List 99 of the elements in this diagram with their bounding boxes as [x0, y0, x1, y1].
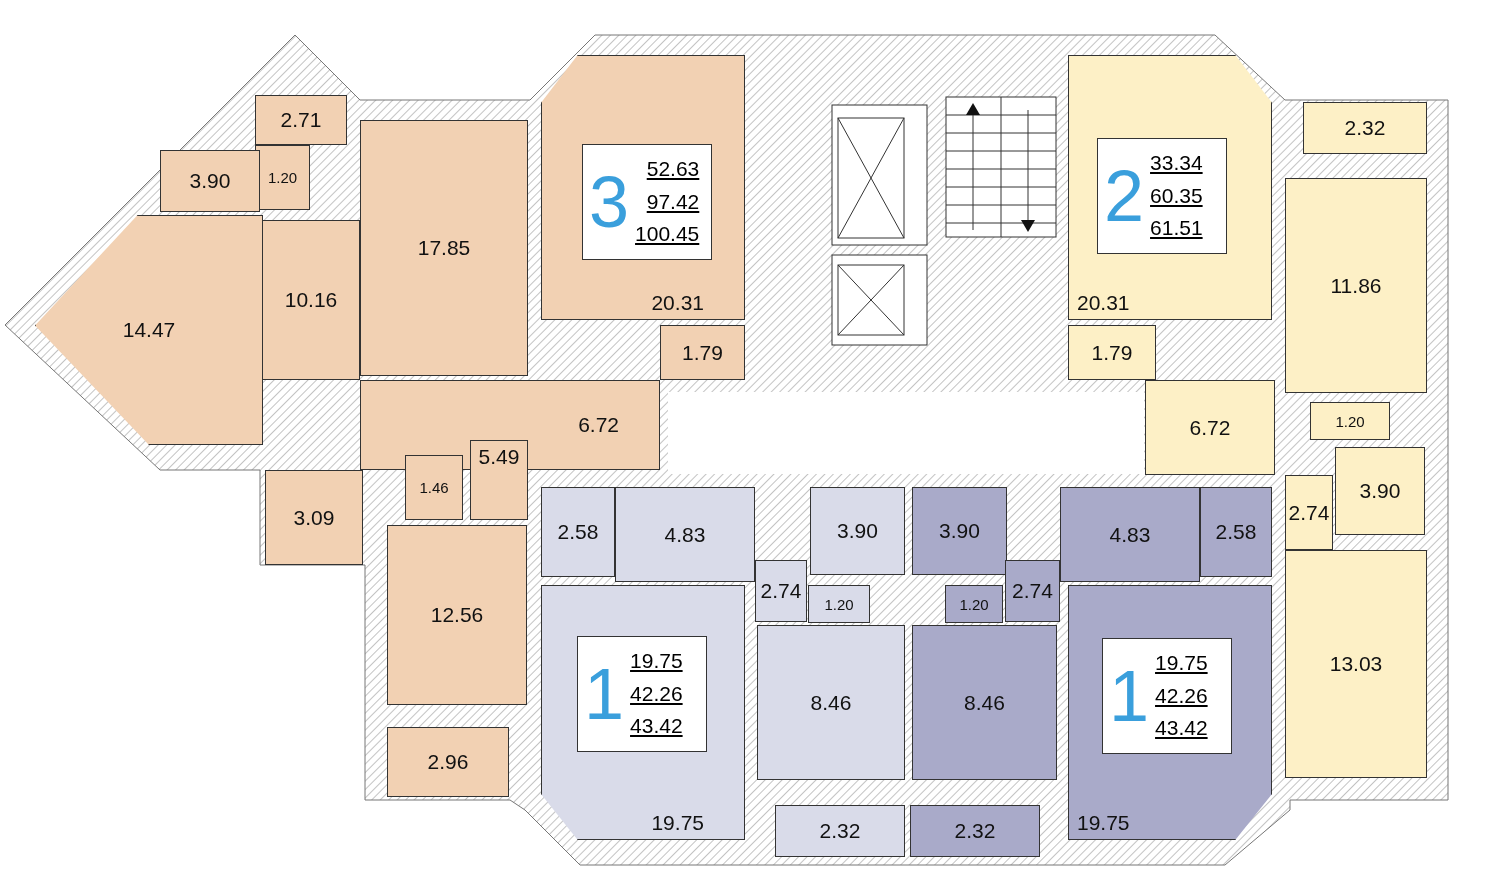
- room-area: 2.58: [557, 520, 599, 544]
- apartment-info-card: [577, 636, 707, 752]
- apartment-info-card: [1097, 138, 1227, 254]
- room-area: 1.79: [1091, 340, 1133, 365]
- area-value: 52.63: [646, 156, 700, 183]
- room-floor: [1005, 560, 1060, 622]
- room-floor: [35, 215, 263, 445]
- room-floor: [1060, 487, 1200, 582]
- room-floor: [255, 95, 347, 145]
- room-area: 3.09: [293, 505, 335, 530]
- room-floor: [912, 487, 1007, 575]
- room-floor: [255, 145, 310, 210]
- room-area: 11.86: [1330, 273, 1382, 298]
- room-area: 10.16: [284, 288, 338, 312]
- room-floor: [265, 470, 363, 565]
- area-value: 100.45: [635, 221, 700, 248]
- room-area: 12.56: [430, 603, 484, 627]
- room-floor: [910, 805, 1040, 857]
- room-area: 3.90: [837, 519, 878, 543]
- room-floor: [912, 625, 1057, 780]
- room-area: 2.58: [1215, 520, 1257, 544]
- room-area: 8.46: [964, 690, 1005, 715]
- room-floor: [387, 727, 509, 797]
- room-area: 6.72: [578, 413, 619, 437]
- area-value: 42.26: [630, 680, 683, 707]
- room-floor: [1068, 55, 1272, 320]
- room-floor: [541, 55, 745, 320]
- corridor-floor: [668, 392, 1144, 474]
- room-floor: [1310, 402, 1390, 440]
- room-area: 14.47: [122, 318, 176, 342]
- room-floor: [757, 625, 905, 780]
- room-area: 17.85: [417, 236, 471, 260]
- area-value: 19.75: [1155, 650, 1208, 677]
- room-area: 19.75: [651, 811, 704, 835]
- room-floor: [541, 487, 615, 577]
- room-area: 6.72: [1189, 415, 1231, 440]
- room-floor: [945, 585, 1003, 623]
- room-area: 1.20: [959, 595, 989, 613]
- room-area: 2.32: [954, 819, 996, 843]
- room-area: 2.71: [280, 108, 322, 132]
- room-area: 2.74: [1288, 500, 1330, 525]
- area-value: 60.35: [1150, 182, 1203, 209]
- room-area: 20.31: [651, 291, 704, 315]
- room-floor: [1285, 178, 1427, 393]
- room-floor: [775, 805, 905, 857]
- room-floor: [1200, 487, 1272, 577]
- room-area: 1.46: [419, 479, 449, 496]
- room-area: 5.49: [478, 445, 520, 469]
- apartment-number: 1: [1109, 660, 1150, 732]
- room-area: 1.20: [267, 169, 298, 186]
- room-floor: [808, 585, 870, 623]
- room-area: 3.90: [939, 519, 980, 543]
- area-value: 97.42: [646, 188, 700, 215]
- room-area: 2.74: [1012, 579, 1053, 603]
- room-area: 2.32: [1344, 116, 1386, 140]
- room-area: 1.20: [824, 595, 854, 613]
- room-floor: [360, 380, 660, 470]
- room-area: 3.90: [189, 169, 231, 193]
- room-floor: [755, 560, 807, 622]
- room-floor: [541, 585, 745, 840]
- room-floor: [1145, 380, 1275, 475]
- room-floor: [810, 487, 905, 575]
- room-floor: [1285, 550, 1427, 778]
- area-value: 42.26: [1155, 682, 1208, 709]
- room-floor: [360, 120, 528, 376]
- apartment-info-card: [582, 144, 712, 260]
- room-floor: [1303, 102, 1427, 154]
- room-floor: [405, 455, 463, 520]
- apartment-number: 3: [589, 166, 630, 238]
- room-floor: [615, 487, 755, 582]
- apartment-number: 2: [1104, 160, 1145, 232]
- room-area: 8.46: [810, 690, 852, 715]
- room-floor: [660, 325, 745, 380]
- room-area: 19.75: [1077, 811, 1130, 835]
- room-floor: [160, 150, 260, 212]
- room-area: 3.90: [1359, 479, 1401, 503]
- room-area: 1.20: [1335, 412, 1365, 430]
- room-floor: [470, 440, 528, 520]
- area-value: 33.34: [1150, 150, 1203, 177]
- room-area: 4.83: [664, 522, 706, 547]
- area-value: 43.42: [1155, 715, 1208, 742]
- room-area: 2.96: [427, 750, 469, 774]
- area-value: 61.51: [1150, 215, 1203, 242]
- room-area: 13.03: [1329, 652, 1383, 676]
- room-area: 2.32: [819, 819, 861, 843]
- apartment-number: 1: [584, 658, 625, 730]
- room-floor: [1285, 475, 1333, 550]
- room-floor: [262, 220, 360, 380]
- room-floor: [387, 525, 527, 705]
- room-area: 20.31: [1077, 291, 1130, 315]
- room-area: 2.74: [760, 579, 802, 603]
- room-area: 4.83: [1109, 522, 1151, 547]
- room-floor: [1068, 325, 1156, 380]
- area-value: 19.75: [630, 648, 683, 675]
- room-floor: [1335, 447, 1425, 535]
- area-value: 43.42: [630, 713, 683, 740]
- apartment-info-card: [1102, 638, 1232, 754]
- room-floor: [1068, 585, 1272, 840]
- room-area: 1.79: [682, 340, 723, 365]
